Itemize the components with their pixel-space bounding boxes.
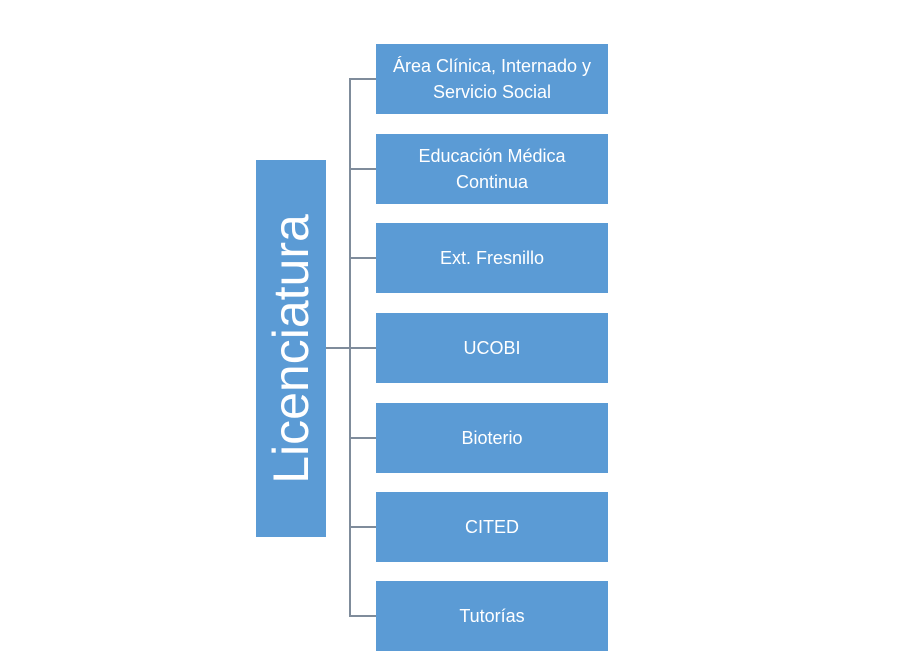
child-node-ucobi: UCOBI [376, 313, 608, 383]
branch-connector [349, 615, 376, 617]
root-connector [326, 347, 351, 349]
branch-connector [349, 78, 376, 80]
child-node-label: Ext. Fresnillo [439, 248, 545, 268]
child-node-label: Educación Médica Continua [418, 146, 566, 192]
child-node-bioterio: Bioterio [376, 403, 608, 473]
child-node-label: UCOBI [463, 338, 521, 358]
branch-connector [349, 257, 376, 259]
branch-connector [349, 347, 376, 349]
child-node-label: Área Clínica, Internado y Servicio Socia… [392, 56, 592, 102]
child-node-area-clinica: Área Clínica, Internado y Servicio Socia… [376, 44, 608, 114]
child-node-label: Tutorías [459, 606, 525, 626]
root-node: Licenciatura [256, 160, 326, 537]
child-node-tutorias: Tutorías [376, 581, 608, 651]
root-node-label: Licenciatura [263, 213, 320, 484]
branch-connector [349, 437, 376, 439]
branch-connector [349, 168, 376, 170]
child-node-educacion-medica: Educación Médica Continua [376, 134, 608, 204]
branch-connector [349, 526, 376, 528]
child-node-label: Bioterio [461, 428, 523, 448]
child-node-cited: CITED [376, 492, 608, 562]
child-node-label: CITED [465, 517, 519, 537]
child-node-ext-fresnillo: Ext. Fresnillo [376, 223, 608, 293]
